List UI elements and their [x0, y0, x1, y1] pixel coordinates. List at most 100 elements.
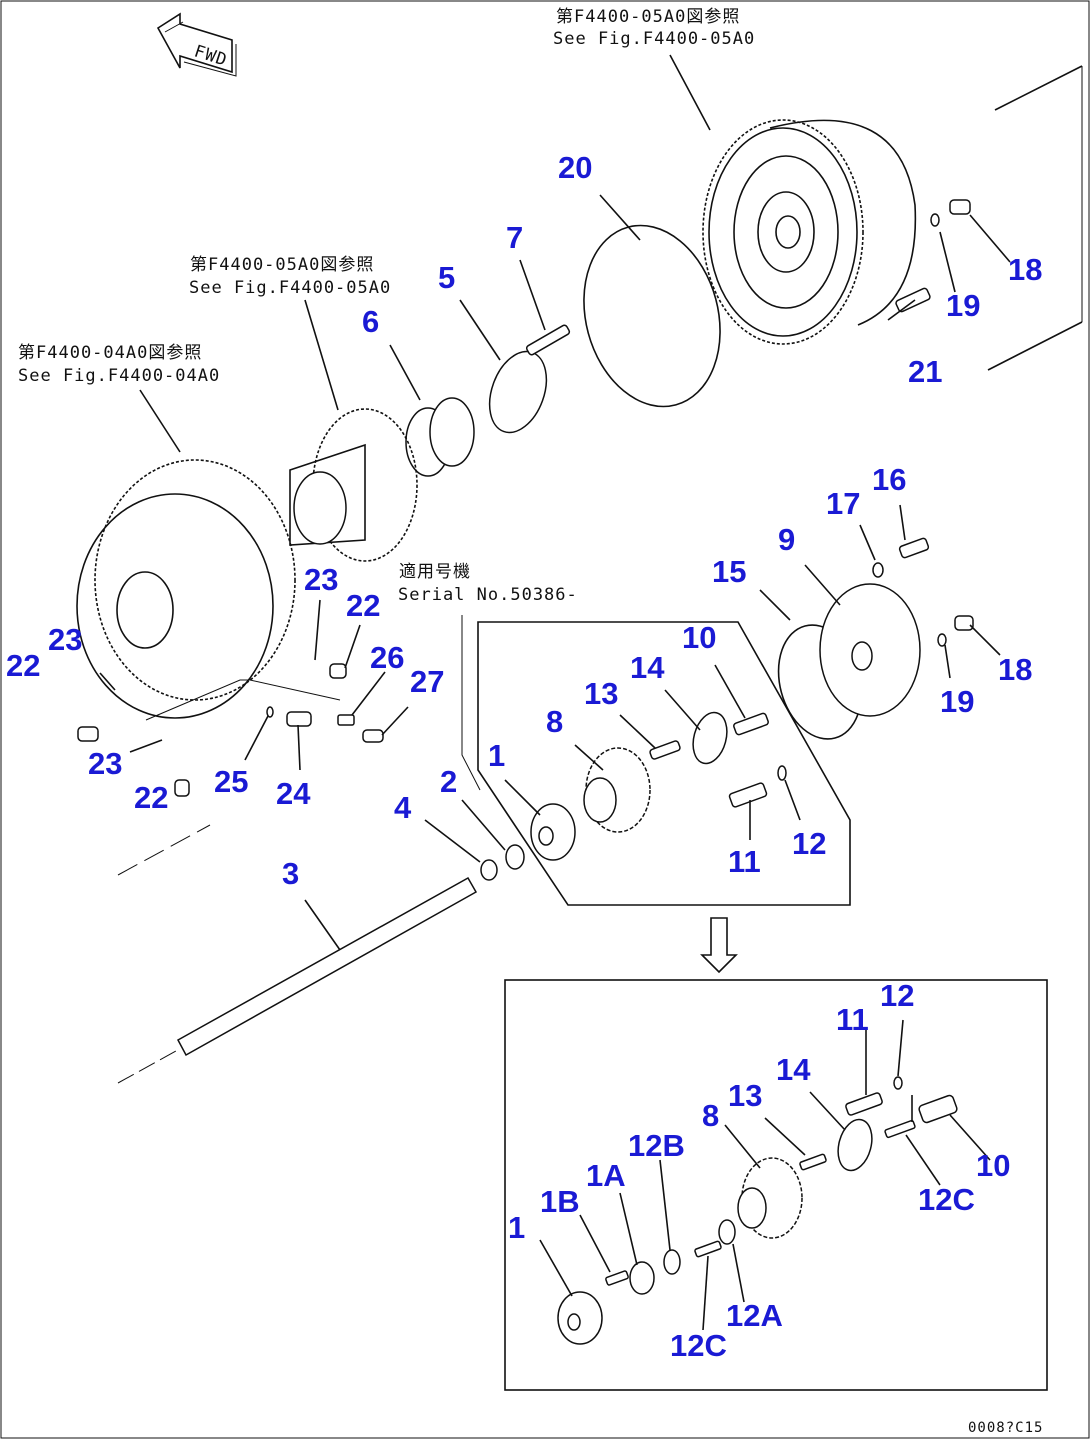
transmission-housing — [76, 459, 296, 719]
ref-serial-en: Serial No.50386- — [398, 585, 578, 605]
label-part-22-right: 22 — [346, 588, 380, 623]
inset-12b — [663, 1249, 681, 1275]
label-part-18-top: 18 — [1008, 252, 1042, 287]
label-part-23-left: 23 — [48, 622, 82, 657]
bolt-18-mid — [954, 615, 974, 631]
fwd-label: FWD — [192, 41, 230, 70]
inset-label-8: 8 — [702, 1098, 719, 1133]
plate-5 — [488, 350, 548, 434]
shims-6 — [405, 397, 475, 477]
label-part-20: 20 — [558, 150, 592, 185]
bearing-2 — [505, 844, 525, 870]
inset-bolt-10 — [918, 1094, 958, 1124]
shaft-3 — [117, 876, 478, 1084]
label-part-23-top: 23 — [304, 562, 338, 597]
label-part-19-top: 19 — [946, 288, 980, 323]
label-part-18-mid: 18 — [998, 652, 1032, 687]
label-part-7: 7 — [506, 220, 523, 255]
drawing-code: 0008?C15 — [968, 1420, 1043, 1436]
ref-serial-jp: 適用号機 — [399, 562, 471, 582]
label-part-22-bottom: 22 — [134, 780, 168, 815]
inset-parts — [557, 1076, 958, 1345]
inset-leader-lines — [539, 1019, 991, 1331]
bolt-11 — [728, 782, 768, 808]
ring-14 — [692, 711, 728, 765]
inset-label-11: 11 — [836, 1002, 869, 1037]
bolt-27 — [362, 729, 384, 743]
ref-left-jp: 第F4400-04A0図参照 — [18, 343, 202, 363]
down-arrow-icon — [700, 917, 738, 974]
washer-19-top — [930, 213, 940, 227]
inset-12c-bottom — [694, 1240, 722, 1258]
label-part-24: 24 — [276, 776, 311, 811]
inset-washer-12 — [893, 1076, 903, 1090]
gear-1 — [530, 803, 576, 861]
label-part-22-left: 22 — [6, 648, 40, 683]
inset-bolt-11 — [845, 1092, 883, 1116]
label-part-16: 16 — [872, 462, 906, 497]
inset-label-14: 14 — [776, 1052, 811, 1087]
plate-26 — [337, 714, 355, 726]
bolt-21 — [895, 287, 931, 313]
label-part-17: 17 — [826, 486, 860, 521]
serial-group-bracket — [477, 621, 851, 906]
inset-label-12c-bottom: 12C — [670, 1328, 727, 1363]
ref-mid-en: See Fig.F4400-05A0 — [189, 278, 391, 298]
washer-12 — [777, 765, 787, 781]
leader-lines — [99, 54, 1011, 951]
label-part-6: 6 — [362, 304, 379, 339]
inset-label-1b: 1B — [540, 1184, 580, 1219]
ref-top-en: See Fig.F4400-05A0 — [553, 29, 755, 49]
bolt-10 — [733, 712, 769, 736]
inset-12c-right — [884, 1119, 916, 1139]
label-part-4: 4 — [394, 790, 412, 825]
label-part-2: 2 — [440, 764, 457, 799]
label-part-10: 10 — [682, 620, 716, 655]
snap-ring-4 — [480, 859, 498, 881]
bolt-22-bottom — [174, 779, 190, 797]
inset-label-12a: 12A — [726, 1298, 783, 1333]
inset-label-12c-right: 12C — [918, 1182, 975, 1217]
ref-mid-jp: 第F4400-05A0図参照 — [190, 255, 374, 275]
label-part-9: 9 — [778, 522, 795, 557]
label-part-26: 26 — [370, 640, 404, 675]
label-part-27: 27 — [410, 664, 444, 699]
inset-ring-14 — [837, 1118, 873, 1172]
bolt-16 — [898, 537, 930, 559]
ref-top-jp: 第F4400-05A0図参照 — [556, 7, 740, 27]
label-part-3: 3 — [282, 856, 299, 891]
inset-12a — [718, 1219, 736, 1245]
inset-gear-8 — [737, 1157, 803, 1239]
inset-gear-1 — [557, 1291, 603, 1345]
bolt-24 — [286, 711, 312, 727]
detail-inset-box — [504, 979, 1048, 1391]
inset-label-12b: 12B — [628, 1128, 685, 1163]
bolt-18-top — [949, 199, 971, 215]
inset-label-1: 1 — [508, 1210, 525, 1245]
inset-label-13: 13 — [728, 1078, 762, 1113]
torque-converter-housing — [702, 65, 1083, 371]
inset-pin-13 — [799, 1153, 827, 1171]
label-part-5: 5 — [438, 260, 455, 295]
ref-left-en: See Fig.F4400-04A0 — [18, 366, 220, 386]
label-part-11: 11 — [728, 844, 761, 879]
pump-assembly — [289, 408, 418, 562]
label-part-13: 13 — [584, 676, 618, 711]
fwd-arrow-icon: FWD — [156, 12, 237, 77]
washer-25 — [266, 706, 274, 718]
inset-label-12: 12 — [880, 978, 914, 1013]
inset-label-10: 10 — [976, 1148, 1010, 1183]
inset-label-1a: 1A — [586, 1158, 626, 1193]
gear-8 — [583, 747, 651, 833]
o-ring-20 — [583, 224, 721, 408]
washer-17 — [872, 562, 884, 578]
label-part-19-mid: 19 — [940, 684, 974, 719]
label-part-21: 21 — [908, 354, 942, 389]
label-part-15: 15 — [712, 554, 746, 589]
label-part-12: 12 — [792, 826, 826, 861]
bolt-7 — [525, 324, 571, 356]
bolt-22-left — [77, 726, 99, 742]
label-part-1: 1 — [488, 738, 505, 773]
